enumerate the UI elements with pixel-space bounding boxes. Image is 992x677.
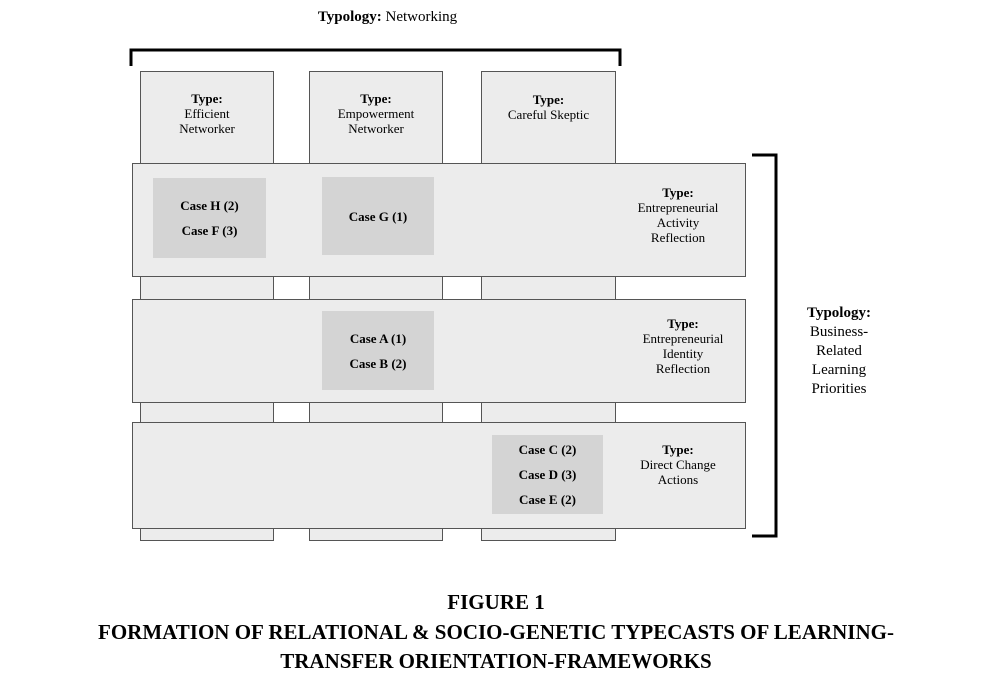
case-box-row1-col2: Case G (1) xyxy=(322,177,434,255)
side-typology-keyword: Typology: xyxy=(807,305,871,321)
column-type-label-1: Type: Efficient Networker xyxy=(140,91,274,136)
row-type-label-2: Type: Entrepreneurial Identity Reflectio… xyxy=(613,316,753,376)
column-type-label-3: Type: Careful Skeptic xyxy=(481,92,616,122)
figure-caption-line-1: FORMATION OF RELATIONAL & SOCIO-GENETIC … xyxy=(98,620,894,644)
type-line: Actions xyxy=(657,472,699,487)
row-direct-change-actions xyxy=(132,422,746,529)
figure-number: FIGURE 1 xyxy=(447,590,545,614)
row-type-label-1: Type: Entrepreneurial Activity Reflectio… xyxy=(608,185,748,245)
top-typology-value: Networking xyxy=(385,9,458,25)
type-keyword: Type: xyxy=(662,442,694,457)
type-line: Direct Change xyxy=(640,457,716,472)
case-label: Case D (3) xyxy=(518,467,577,482)
case-label: Case G (1) xyxy=(348,208,408,224)
type-line: Networker xyxy=(179,121,235,136)
type-keyword: Type: xyxy=(360,91,392,106)
side-typology-line: Priorities xyxy=(811,381,867,397)
type-keyword: Type: xyxy=(667,316,699,331)
type-line: Networker xyxy=(348,121,404,136)
type-line: Empowerment xyxy=(337,106,415,121)
top-typology-keyword: Typology: xyxy=(317,9,382,25)
column-type-label-2: Type: Empowerment Networker xyxy=(309,91,443,136)
case-label: Case E (2) xyxy=(518,492,577,507)
figure-caption-line-2: TRANSFER ORIENTATION-FRAMEWORKS xyxy=(280,649,712,673)
case-box-row1-col1: Case H (2) Case F (3) xyxy=(153,178,266,258)
case-label: Case H (2) xyxy=(180,198,239,213)
top-bracket xyxy=(129,48,622,66)
row-type-label-3: Type: Direct Change Actions xyxy=(608,442,748,487)
type-line: Entrepreneurial xyxy=(642,331,724,346)
side-typology-label: Typology: Business- Related Learning Pri… xyxy=(790,304,888,399)
type-line: Entrepreneurial xyxy=(637,200,719,215)
top-typology-label: Typology: Networking xyxy=(0,9,775,26)
type-keyword: Type: xyxy=(532,92,565,107)
case-label: Case A (1) xyxy=(349,330,407,346)
case-label: Case F (3) xyxy=(181,223,238,238)
side-typology-line: Learning xyxy=(811,362,867,378)
type-keyword: Type: xyxy=(662,185,694,200)
case-box-row2-col2: Case A (1) Case B (2) xyxy=(322,311,434,390)
case-box-row3-col3: Case C (2) Case D (3) Case E (2) xyxy=(492,435,603,514)
type-line: Reflection xyxy=(655,361,711,376)
type-line: Identity xyxy=(662,346,704,361)
row-entrepreneurial-identity-reflection xyxy=(132,299,746,403)
case-label: Case B (2) xyxy=(349,355,407,371)
type-keyword: Type: xyxy=(191,91,223,106)
type-line: Careful Skeptic xyxy=(507,107,590,122)
side-typology-line: Business- xyxy=(809,324,869,340)
type-line: Reflection xyxy=(650,230,706,245)
type-line: Activity xyxy=(656,215,700,230)
right-bracket xyxy=(752,153,778,538)
side-typology-line: Related xyxy=(816,343,862,359)
case-label: Case C (2) xyxy=(518,442,577,457)
type-line: Efficient xyxy=(184,106,230,121)
